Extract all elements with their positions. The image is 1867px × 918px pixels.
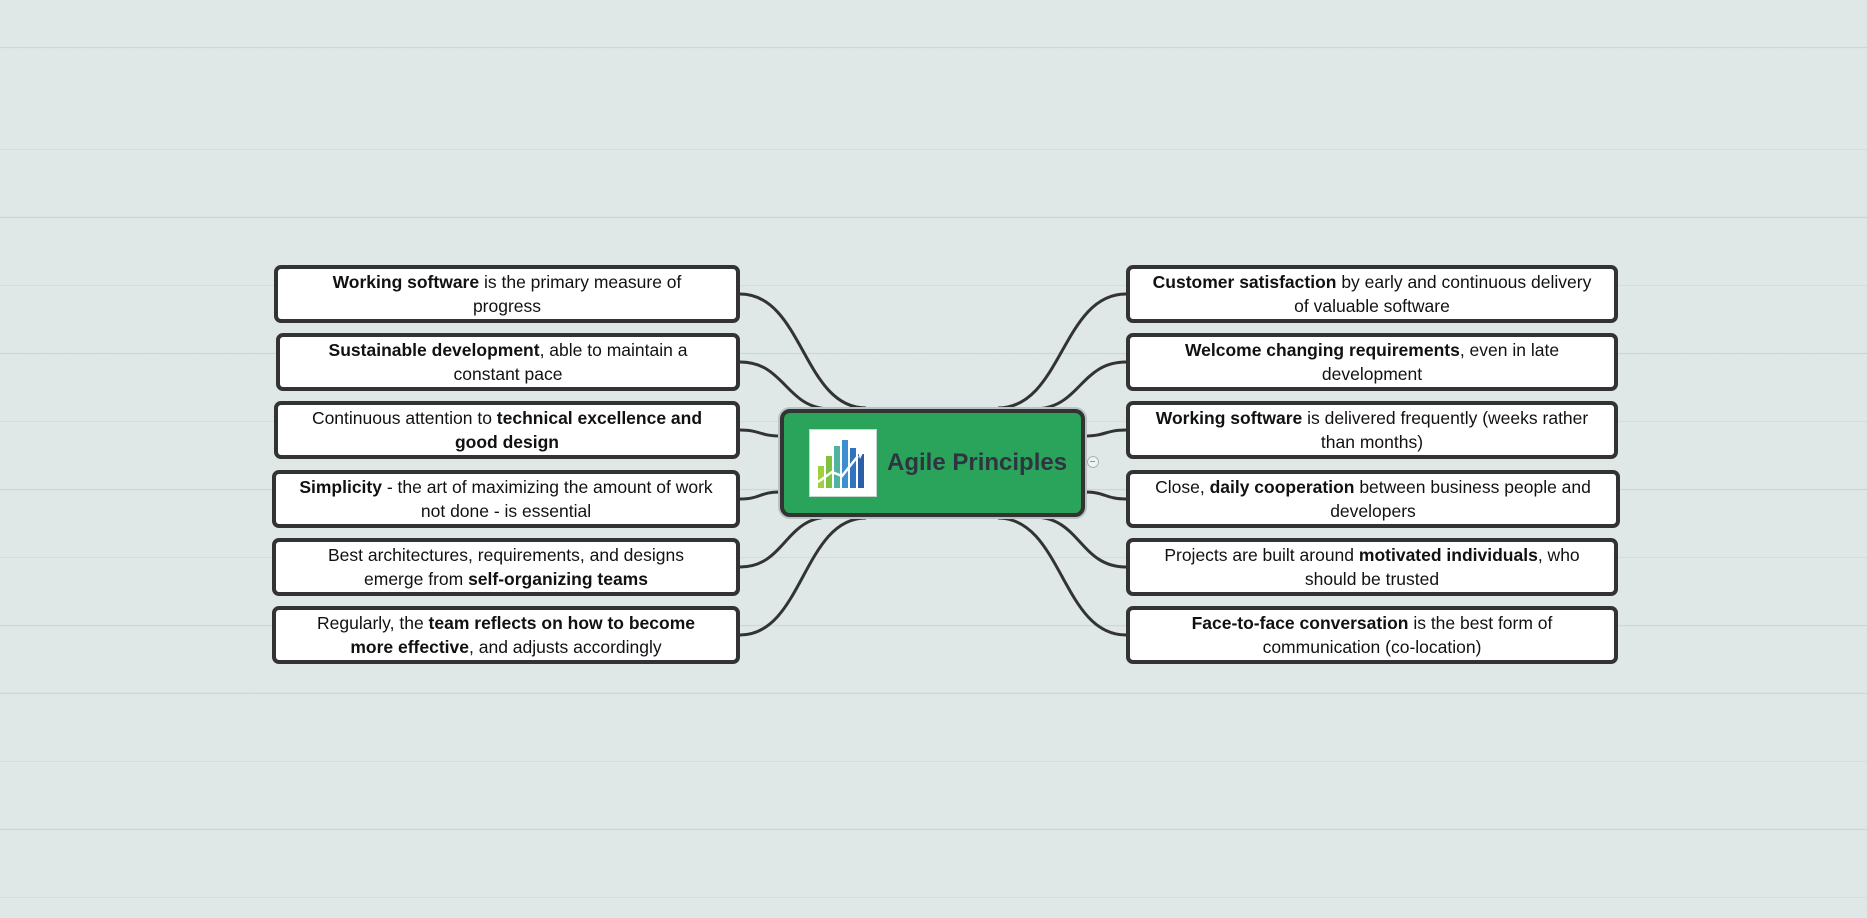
topic-customer-satisfaction[interactable]: Customer satisfaction by early and conti… [1126, 265, 1618, 323]
bold-text: Sustainable development [328, 340, 540, 360]
topic-text-line: Continuous attention to technical excell… [312, 406, 702, 430]
bold-text: good design [454, 432, 560, 452]
topic-text-line: Customer satisfaction by early and conti… [1153, 270, 1592, 294]
topic-text-line: Working software is the primary measure … [333, 270, 682, 294]
text: , and adjusts accordingly [469, 637, 662, 657]
text: Regularly, the [317, 613, 429, 633]
text: progress [472, 296, 542, 316]
topic-text-line: not done - is essential [421, 499, 591, 523]
text: development [1321, 364, 1423, 384]
topic-text-line: good design [455, 430, 559, 454]
connector-daily-cooperation [1084, 490, 1127, 501]
central-topic[interactable]: Agile Principles [780, 409, 1085, 517]
topic-text-line: Projects are built around motivated indi… [1164, 543, 1579, 567]
text: , able to maintain a [539, 340, 688, 360]
text: Continuous attention to [311, 408, 497, 428]
bold-text: Working software [332, 272, 480, 292]
topic-sustainable-development[interactable]: Sustainable development, able to maintai… [276, 333, 740, 391]
bold-text: Welcome changing requirements [1184, 340, 1460, 360]
text: should be trusted [1304, 569, 1440, 589]
text: , who [1537, 545, 1580, 565]
topic-team-reflects[interactable]: Regularly, the team reflects on how to b… [272, 606, 740, 664]
connector-motivated-individuals [1033, 515, 1127, 569]
topic-text-line: Regularly, the team reflects on how to b… [317, 611, 695, 635]
connector-sustainable-development [739, 360, 832, 411]
text: communication (co-location) [1262, 637, 1482, 657]
topic-self-organizing-teams[interactable]: Best architectures, requirements, and de… [272, 538, 740, 596]
bold-text: more effective [350, 637, 470, 657]
connector-technical-excellence [739, 428, 781, 438]
bold-text: Simplicity [299, 477, 382, 497]
connector-working-software-delivered [1084, 428, 1127, 438]
topic-text-line: communication (co-location) [1263, 635, 1482, 659]
connector-face-to-face-conversation [997, 516, 1127, 637]
bold-text: Working software [1155, 408, 1303, 428]
text: developers [1330, 501, 1416, 521]
connector-customer-satisfaction [997, 292, 1127, 410]
text: than months) [1320, 432, 1424, 452]
connector-team-reflects [739, 516, 867, 637]
text: between business people and [1354, 477, 1591, 497]
topic-motivated-individuals[interactable]: Projects are built around motivated indi… [1126, 538, 1618, 596]
topic-text-line: progress [473, 294, 541, 318]
text: Best architectures, requirements, and de… [327, 545, 684, 565]
text: by early and continuous delivery [1336, 272, 1592, 292]
topic-working-software-measure[interactable]: Working software is the primary measure … [274, 265, 740, 323]
topic-text-line: Welcome changing requirements, even in l… [1185, 338, 1559, 362]
topic-text-line: development [1322, 362, 1422, 386]
text: Close, [1155, 477, 1210, 497]
text: is delivered frequently (weeks rather [1302, 408, 1589, 428]
topic-text-line: Sustainable development, able to maintai… [329, 338, 688, 362]
text: is the primary measure of [479, 272, 682, 292]
text: Projects are built around [1164, 545, 1359, 565]
topic-text-line: more effective, and adjusts accordingly [350, 635, 661, 659]
text: - the art of maximizing the amount of wo… [381, 477, 713, 497]
bold-text: Customer satisfaction [1152, 272, 1337, 292]
bold-text: technical excellence and [496, 408, 703, 428]
bold-text: motivated individuals [1358, 545, 1538, 565]
topic-text-line: of valuable software [1294, 294, 1450, 318]
topic-text-line: Working software is delivered frequently… [1156, 406, 1588, 430]
topic-simplicity[interactable]: Simplicity - the art of maximizing the a… [272, 470, 740, 528]
text: constant pace [453, 364, 563, 384]
topic-text-line: Close, daily cooperation between busines… [1155, 475, 1591, 499]
text: emerge from [364, 569, 469, 589]
text: , even in late [1459, 340, 1560, 360]
topic-text-line: should be trusted [1305, 567, 1439, 591]
bold-text: team reflects on how to become [428, 613, 695, 633]
text: of valuable software [1294, 296, 1450, 316]
topic-text-line: than months) [1321, 430, 1423, 454]
topic-working-software-delivered[interactable]: Working software is delivered frequently… [1126, 401, 1618, 459]
topic-welcome-changing-requirements[interactable]: Welcome changing requirements, even in l… [1126, 333, 1618, 391]
bold-text: self-organizing teams [468, 569, 648, 589]
topic-text-line: Simplicity - the art of maximizing the a… [299, 475, 712, 499]
topic-text-line: Best architectures, requirements, and de… [328, 543, 684, 567]
text: not done - is essential [420, 501, 592, 521]
bold-text: Face-to-face conversation [1191, 613, 1409, 633]
connector-simplicity [739, 490, 781, 501]
topic-text-line: constant pace [454, 362, 563, 386]
topic-daily-cooperation[interactable]: Close, daily cooperation between busines… [1126, 470, 1620, 528]
connector-self-organizing-teams [739, 515, 831, 569]
bar-chart-logo-icon [809, 429, 877, 497]
connector-working-software-measure [739, 292, 867, 410]
text: is the best form of [1408, 613, 1553, 633]
topic-text-line: developers [1330, 499, 1416, 523]
bold-text: daily cooperation [1209, 477, 1355, 497]
central-topic-title: Agile Principles [887, 449, 1068, 476]
topic-face-to-face-conversation[interactable]: Face-to-face conversation is the best fo… [1126, 606, 1618, 664]
topic-technical-excellence[interactable]: Continuous attention to technical excell… [274, 401, 740, 459]
connector-welcome-changing-requirements [1033, 360, 1127, 411]
collapse-toggle-icon[interactable] [1087, 456, 1099, 468]
topic-text-line: emerge from self-organizing teams [364, 567, 648, 591]
topic-text-line: Face-to-face conversation is the best fo… [1192, 611, 1553, 635]
